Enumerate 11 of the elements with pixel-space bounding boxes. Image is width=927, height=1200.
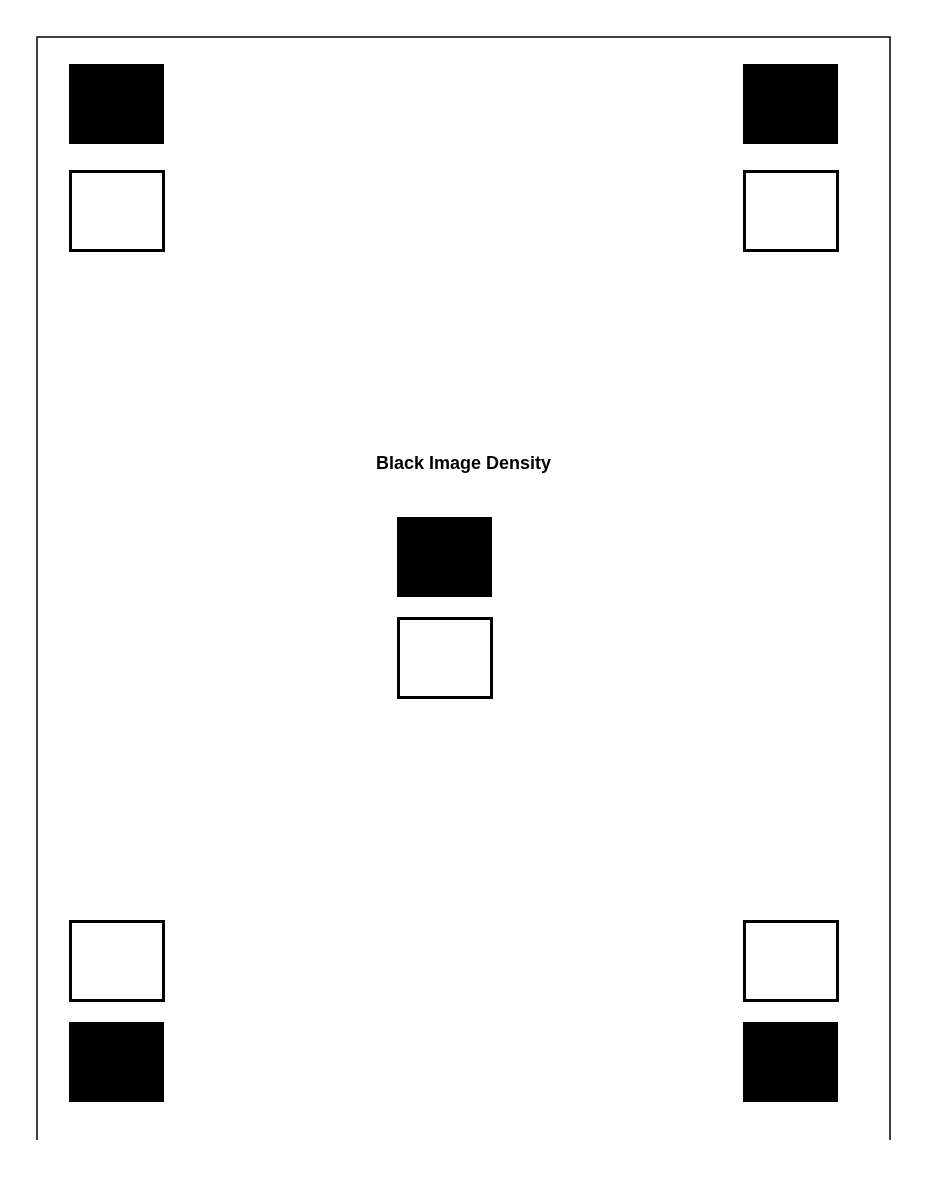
empty-density-patch bbox=[69, 920, 165, 1002]
solid-density-patch bbox=[743, 64, 838, 144]
empty-density-patch bbox=[69, 170, 165, 252]
solid-density-patch bbox=[69, 1022, 164, 1102]
empty-density-patch bbox=[743, 170, 839, 252]
solid-density-patch bbox=[397, 517, 492, 597]
solid-density-patch bbox=[743, 1022, 838, 1102]
page-heading: Black Image Density bbox=[375, 453, 552, 474]
solid-density-patch bbox=[69, 64, 164, 144]
empty-density-patch bbox=[743, 920, 839, 1002]
empty-density-patch bbox=[397, 617, 493, 699]
